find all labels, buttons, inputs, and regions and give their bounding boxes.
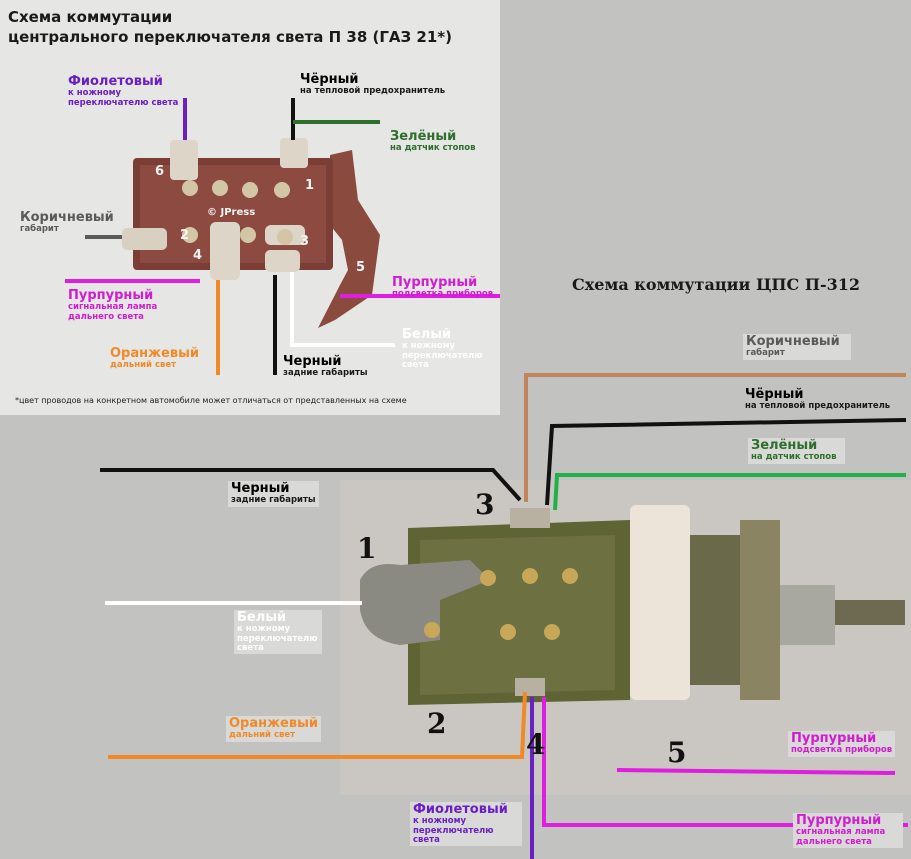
bottom-wires [100,373,908,859]
bottom-label-violet: Фиолетовый к ножному переключателю света [410,802,522,847]
top-number-3: 3 [300,234,310,249]
top-title-line2: центрального переключателя света П 38 (Г… [8,28,452,46]
top-title-line1: Схема коммутации [8,8,173,26]
top-label-black-rear: Черный задние габариты [283,354,368,379]
top-number-6: 6 [155,164,165,179]
bottom-label-purple-panel: Пурпурный подсветка приборов [788,731,896,757]
top-label-brown: Коричневый габарит [20,210,114,235]
bottom-label-black-rear: Черный задние габариты [228,481,319,507]
bottom-number-5: 5 [667,736,687,769]
top-label-orange: Оранжевый дальний свет [110,346,199,371]
bottom-number-4: 4 [526,728,546,761]
top-label-green: Зелёный на датчик стопов [390,129,476,154]
top-label-violet: Фиолетовый к ножному переключателю света [68,74,179,108]
bottom-label-black-fuse: Чёрный на тепловой предохранитель [745,387,891,412]
top-label-purple-high: Пурпурный сигнальная лампа дальнего свет… [68,288,158,322]
bottom-number-2: 2 [427,707,447,740]
top-number-1: 1 [305,178,315,193]
top-label-black-fuse: Чёрный на тепловой предохранитель [300,72,446,97]
bottom-number-3: 3 [475,488,495,521]
top-label-white: Белый к ножному переключателю света [402,327,483,370]
bottom-label-orange: Оранжевый дальний свет [226,716,321,742]
bottom-label-brown: Коричневый габарит [743,334,851,360]
top-number-4: 4 [193,248,203,263]
bottom-label-purple-high: Пурпурный сигнальная лампа дальнего свет… [793,813,903,848]
top-footnote: *цвет проводов на конкретном автомобиле … [15,396,407,405]
top-wires [65,98,500,375]
top-number-2: 2 [180,228,190,243]
copyright-mark: © JPress [207,207,256,218]
top-number-5: 5 [356,260,366,275]
bottom-label-white: Белый к ножному переключателю света [234,610,322,655]
bottom-title: Схема коммутации ЦПС П-312 [572,275,860,294]
bottom-switch-illustration [360,505,905,705]
top-switch-illustration [122,138,380,328]
bottom-label-green: Зелёный на датчик стопов [748,438,845,464]
top-label-purple-panel: Пурпурный подсветка приборов [392,275,494,300]
bottom-number-1: 1 [357,532,377,565]
